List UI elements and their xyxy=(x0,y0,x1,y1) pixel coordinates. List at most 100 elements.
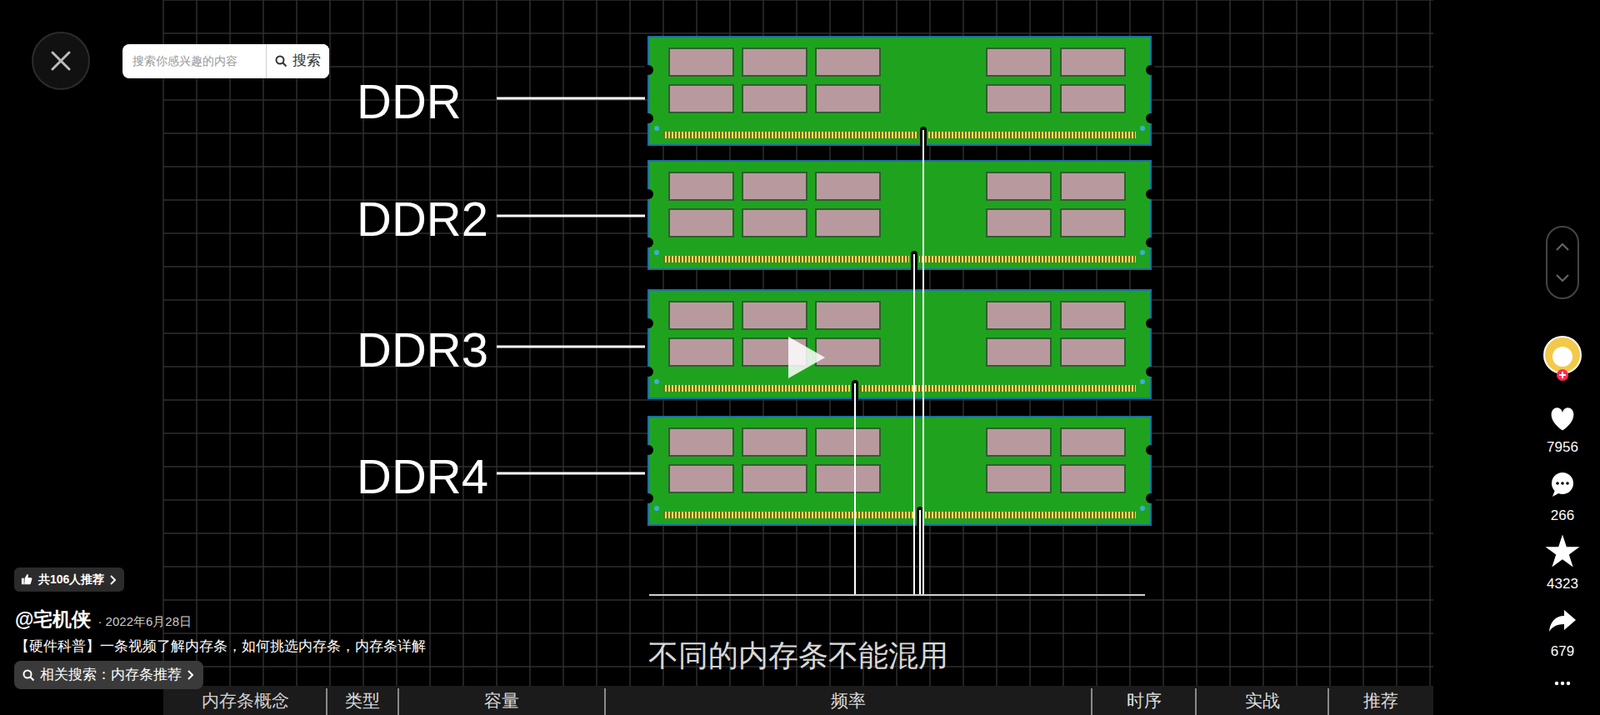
grid-line xyxy=(562,0,565,686)
side-notch xyxy=(1145,445,1156,455)
memory-chip xyxy=(986,465,1051,493)
memory-chip xyxy=(669,209,734,237)
search-icon xyxy=(275,55,288,68)
subtitle-text: 不同的内存条不能混用 xyxy=(648,637,949,674)
more-dot xyxy=(1555,681,1559,685)
side-notch xyxy=(643,237,654,248)
grid-line xyxy=(163,532,1434,535)
memory-chip xyxy=(986,48,1051,76)
author-handle: @宅机侠 xyxy=(15,608,91,632)
comment-dot xyxy=(1555,481,1560,485)
grid-line xyxy=(1229,0,1231,686)
chevron-shape xyxy=(188,670,193,680)
leader-line xyxy=(496,345,645,349)
gold-pins xyxy=(925,511,1136,519)
search-button-text: 搜索 xyxy=(292,52,321,70)
memory-chip xyxy=(669,85,734,113)
chapter-bar xyxy=(163,685,1434,715)
memory-chip xyxy=(1060,428,1125,456)
share-icon xyxy=(1549,610,1576,632)
comment-dot xyxy=(1565,481,1570,485)
related-search-pill-text: 相关搜索：内存条推荐 xyxy=(40,666,182,684)
leader-line xyxy=(496,472,645,475)
chevron-shape xyxy=(110,575,115,585)
side-notch xyxy=(1145,237,1156,248)
chapter-divider xyxy=(1327,688,1330,715)
side-notch xyxy=(1145,493,1156,504)
scroll-nav xyxy=(1546,226,1579,299)
grid-line xyxy=(163,599,1434,601)
memory-chip xyxy=(1060,465,1125,493)
search-box: 搜索你感兴趣的内容 搜索 xyxy=(122,44,330,79)
mount-hole xyxy=(1140,505,1145,511)
memory-chip xyxy=(815,465,880,493)
related-search-pill: 相关搜索：内存条推荐 xyxy=(14,660,204,690)
thumb-shape xyxy=(21,574,32,585)
module-type-label: DDR3 xyxy=(356,320,489,380)
module-board xyxy=(648,416,1151,525)
memory-chip xyxy=(669,428,734,456)
gold-pins xyxy=(663,255,910,263)
share-count: 679 xyxy=(1550,643,1575,660)
side-notch xyxy=(643,65,654,75)
grid-line xyxy=(163,632,1434,635)
side-notch xyxy=(643,445,654,455)
memory-chip xyxy=(986,301,1051,330)
grid-line xyxy=(163,32,1434,35)
memory-chip xyxy=(815,428,880,456)
comment-dot xyxy=(1560,481,1565,485)
leader-line xyxy=(496,97,645,100)
memory-chip xyxy=(1060,48,1125,76)
mount-hole xyxy=(1140,250,1145,255)
search-button: 搜索 xyxy=(265,44,330,79)
gold-pins xyxy=(663,385,850,392)
memory-chip xyxy=(1060,209,1125,237)
video-title: 【硬件科普】一条视频了解内存条，如何挑选内存条，内存条详解 xyxy=(15,638,426,655)
follow-badge xyxy=(1556,369,1569,381)
avatar xyxy=(1544,336,1581,374)
memory-chip xyxy=(1060,85,1125,113)
grid-line xyxy=(1195,0,1198,686)
memory-chip xyxy=(669,338,734,366)
grid-line xyxy=(1362,0,1365,686)
search-box-text: 搜索你感兴趣的内容 xyxy=(132,54,238,69)
side-notch xyxy=(1145,318,1156,329)
module-type-label: DDR xyxy=(356,72,462,131)
favorite-icon xyxy=(1545,534,1580,567)
comment-tail xyxy=(1552,490,1560,497)
grid-line xyxy=(163,399,1434,401)
memory-chip xyxy=(986,428,1051,456)
grid-line xyxy=(595,0,598,686)
recommend-pill-text: 共106人推荐 xyxy=(38,572,105,587)
memory-chip xyxy=(815,301,880,330)
memory-chip xyxy=(742,85,807,113)
grid-line xyxy=(495,0,498,686)
chapter-divider xyxy=(397,688,400,715)
memory-chip xyxy=(815,48,880,76)
memory-chip xyxy=(742,428,807,456)
module-type-label: DDR2 xyxy=(356,190,489,249)
memory-chip xyxy=(815,338,880,366)
notch-guides xyxy=(649,130,1145,595)
mount-hole xyxy=(1140,379,1145,385)
like-icon xyxy=(1551,407,1575,430)
grid-line xyxy=(163,0,1434,1)
mount-hole xyxy=(654,379,660,385)
chapter-label: 实战 xyxy=(1245,690,1280,711)
side-notch xyxy=(1145,366,1156,377)
side-notch xyxy=(643,318,654,329)
side-notch xyxy=(1145,189,1156,200)
grid-line xyxy=(162,0,165,686)
favorite-count: 4323 xyxy=(1546,575,1579,593)
memory-chip xyxy=(742,209,807,237)
avatar-face xyxy=(1552,346,1573,367)
module-board xyxy=(648,36,1151,145)
memory-chip xyxy=(742,301,807,330)
chapter-divider xyxy=(604,688,606,715)
mount-hole xyxy=(654,125,660,131)
play-icon xyxy=(788,336,825,379)
search-glass xyxy=(276,56,285,65)
memory-chip xyxy=(815,85,880,113)
memory-module xyxy=(643,290,1156,401)
